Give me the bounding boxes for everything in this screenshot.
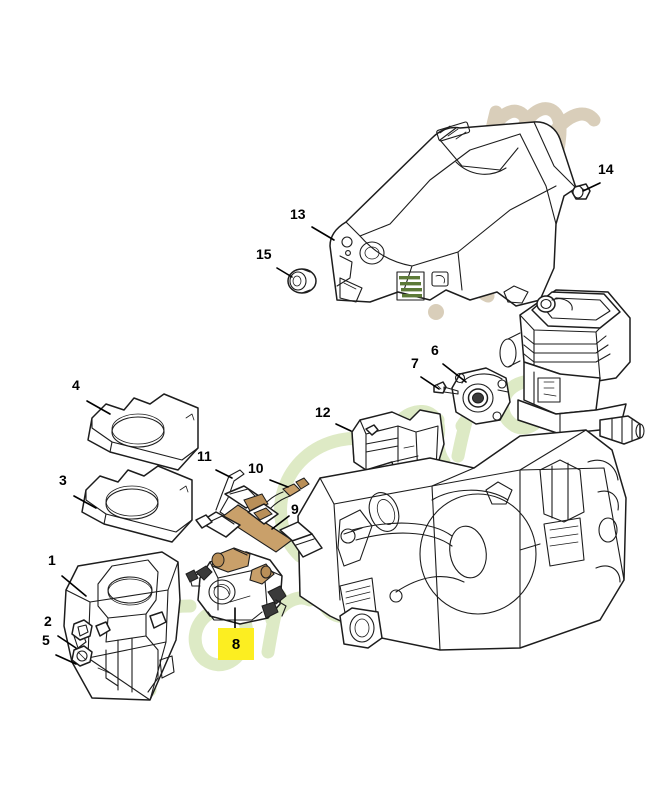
callout-label-14[interactable]: 14 (598, 161, 614, 177)
callout-label-15[interactable]: 15 (256, 246, 272, 262)
part-11-throttle-link-rod (215, 469, 245, 517)
part-1-air-filter-housing (63, 551, 181, 701)
part-2-nut (71, 619, 93, 641)
callout-label-1[interactable]: 1 (48, 552, 56, 568)
callout-label-2[interactable]: 2 (44, 613, 52, 629)
part-7-screw (433, 381, 459, 395)
part-5-washer (71, 645, 93, 667)
part-14-rubber-plug (571, 183, 591, 200)
highlighted-part-8-box[interactable]: 8 (218, 628, 254, 660)
callout-label-12[interactable]: 12 (315, 404, 331, 420)
part-8-carburetor (185, 547, 287, 625)
part-13-engine-shroud (329, 121, 577, 307)
callout-label-13[interactable]: 13 (290, 206, 306, 222)
part-9-throttle-shaft (195, 485, 323, 558)
cylinder-assembly (499, 289, 645, 445)
part-15-grommet (287, 268, 317, 294)
callout-label-10[interactable]: 10 (248, 460, 264, 476)
part-3-air-filter-lower (81, 465, 193, 543)
callout-label-6[interactable]: 6 (431, 342, 439, 358)
callout-label-4[interactable]: 4 (72, 377, 80, 393)
leader-lines (55, 182, 601, 665)
crankcase-assembly (297, 429, 627, 651)
callout-label-3[interactable]: 3 (59, 472, 67, 488)
part-4-air-filter-upper (87, 393, 199, 471)
callout-label-7[interactable]: 7 (411, 355, 419, 371)
callout-label-11[interactable]: 11 (197, 448, 212, 464)
callout-label-9[interactable]: 9 (291, 501, 299, 517)
callout-label-5[interactable]: 5 (42, 632, 50, 648)
part-6-intake-manifold (451, 367, 511, 425)
